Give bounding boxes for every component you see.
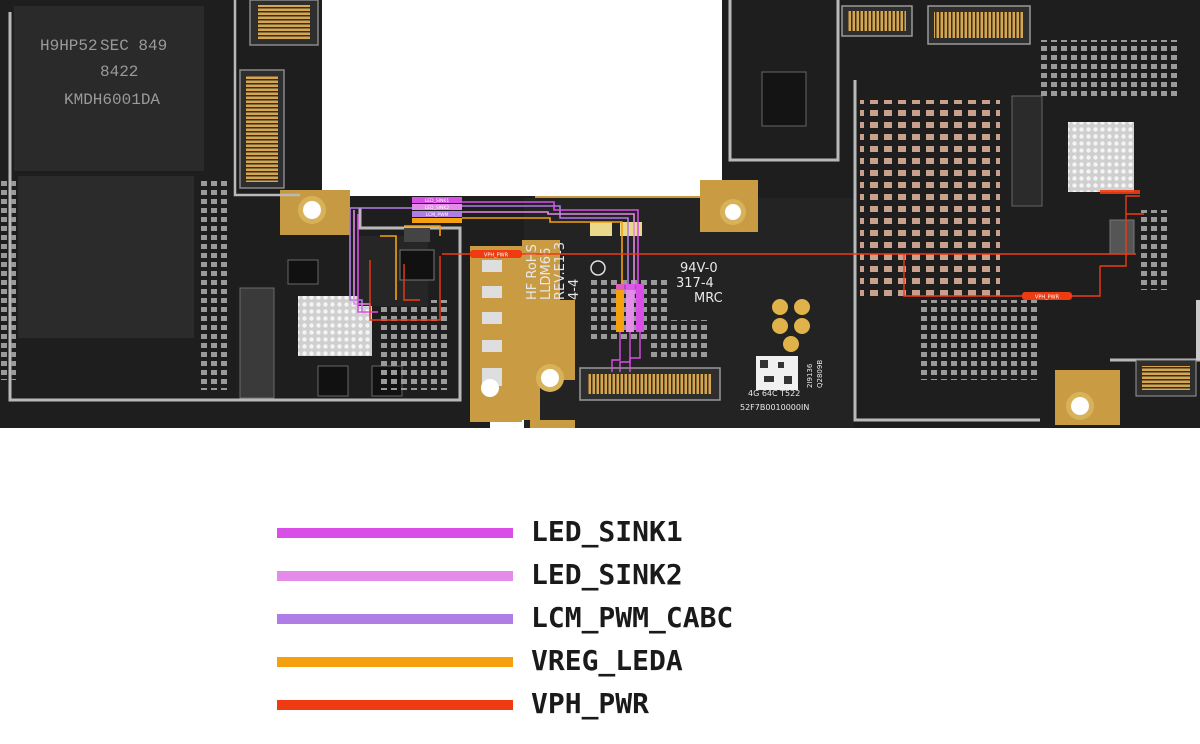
pcb-board-image: H9HP52 SEC 849 8422 KMDH6001DA HF RoHS L… bbox=[0, 0, 1200, 428]
legend-swatch bbox=[277, 571, 513, 581]
silk-rating-2: 317-4 bbox=[676, 276, 714, 291]
legend-label: LED_SINK2 bbox=[531, 558, 683, 591]
net-tag-2: LED_SINK2 bbox=[425, 205, 450, 211]
test-pads-column bbox=[482, 260, 502, 386]
silkscreen-rotated: HF RoHS LLDM66 REV.E1-3 4-4 bbox=[525, 242, 582, 300]
chip-text-2: KMDH6001DA bbox=[64, 91, 160, 109]
legend-item-vreg-leda: VREG_LEDA bbox=[277, 641, 837, 684]
trace-block-magenta bbox=[636, 284, 644, 332]
trace-vph-pwr bbox=[369, 195, 1144, 321]
svg-text:HF RoHS: HF RoHS bbox=[525, 244, 540, 300]
silk-serial-2: 52F7B0010000IN bbox=[740, 403, 809, 412]
svg-text:REV.E1-3: REV.E1-3 bbox=[553, 242, 568, 300]
bga-chip-right bbox=[1068, 122, 1134, 192]
net-tag-1: LED_SINK1 bbox=[425, 198, 450, 204]
legend-item-led-sink1: LED_SINK1 bbox=[277, 512, 837, 555]
svg-text:LLDM66: LLDM66 bbox=[539, 248, 554, 300]
silk-rating-1: 94V-0 bbox=[680, 261, 718, 276]
chip-text-1: H9HP52 bbox=[40, 37, 98, 55]
legend-swatch bbox=[277, 700, 513, 710]
legend-swatch bbox=[277, 614, 513, 624]
trace-led-sink1 bbox=[357, 201, 639, 313]
svg-text:2I9136: 2I9136 bbox=[806, 363, 814, 388]
legend-label: LCM_PWM_CABC bbox=[531, 601, 734, 634]
legend-item-vph-pwr: VPH_PWR bbox=[277, 684, 837, 727]
silk-rating-3: MRC bbox=[694, 291, 723, 306]
legend-swatch bbox=[277, 657, 513, 667]
trace-block-orange bbox=[616, 284, 624, 332]
legend-label: VPH_PWR bbox=[531, 687, 650, 720]
legend: LED_SINK1 LED_SINK2 LCM_PWM_CABC VREG_LE… bbox=[277, 512, 837, 727]
legend-label: LED_SINK1 bbox=[531, 515, 683, 548]
memory-chip bbox=[14, 6, 204, 171]
legend-label: VREG_LEDA bbox=[531, 644, 683, 677]
chip-text-4: SEC 849 bbox=[100, 37, 167, 55]
net-tag-3: LCM_PWM bbox=[426, 212, 449, 218]
svg-text:Q2809B: Q2809B bbox=[816, 360, 824, 388]
silk-serial-1: 4G 64C T522 bbox=[748, 389, 800, 398]
legend-swatch bbox=[277, 528, 513, 538]
legend-item-led-sink2: LED_SINK2 bbox=[277, 555, 837, 598]
trace-vreg-leda bbox=[380, 217, 623, 300]
net-tag-vph-left: VPH_PWR bbox=[484, 253, 509, 259]
trace-block-pink bbox=[626, 284, 634, 332]
net-tag-vph-right: VPH_PWR bbox=[1035, 295, 1060, 301]
chip-text-3: 8422 bbox=[100, 63, 138, 81]
legend-item-lcm-pwm-cabc: LCM_PWM_CABC bbox=[277, 598, 837, 641]
net-tag-group: LED_SINK1 LED_SINK2 LCM_PWM bbox=[412, 197, 462, 223]
gold-round-pads bbox=[772, 299, 810, 352]
svg-text:4-4: 4-4 bbox=[567, 279, 582, 300]
